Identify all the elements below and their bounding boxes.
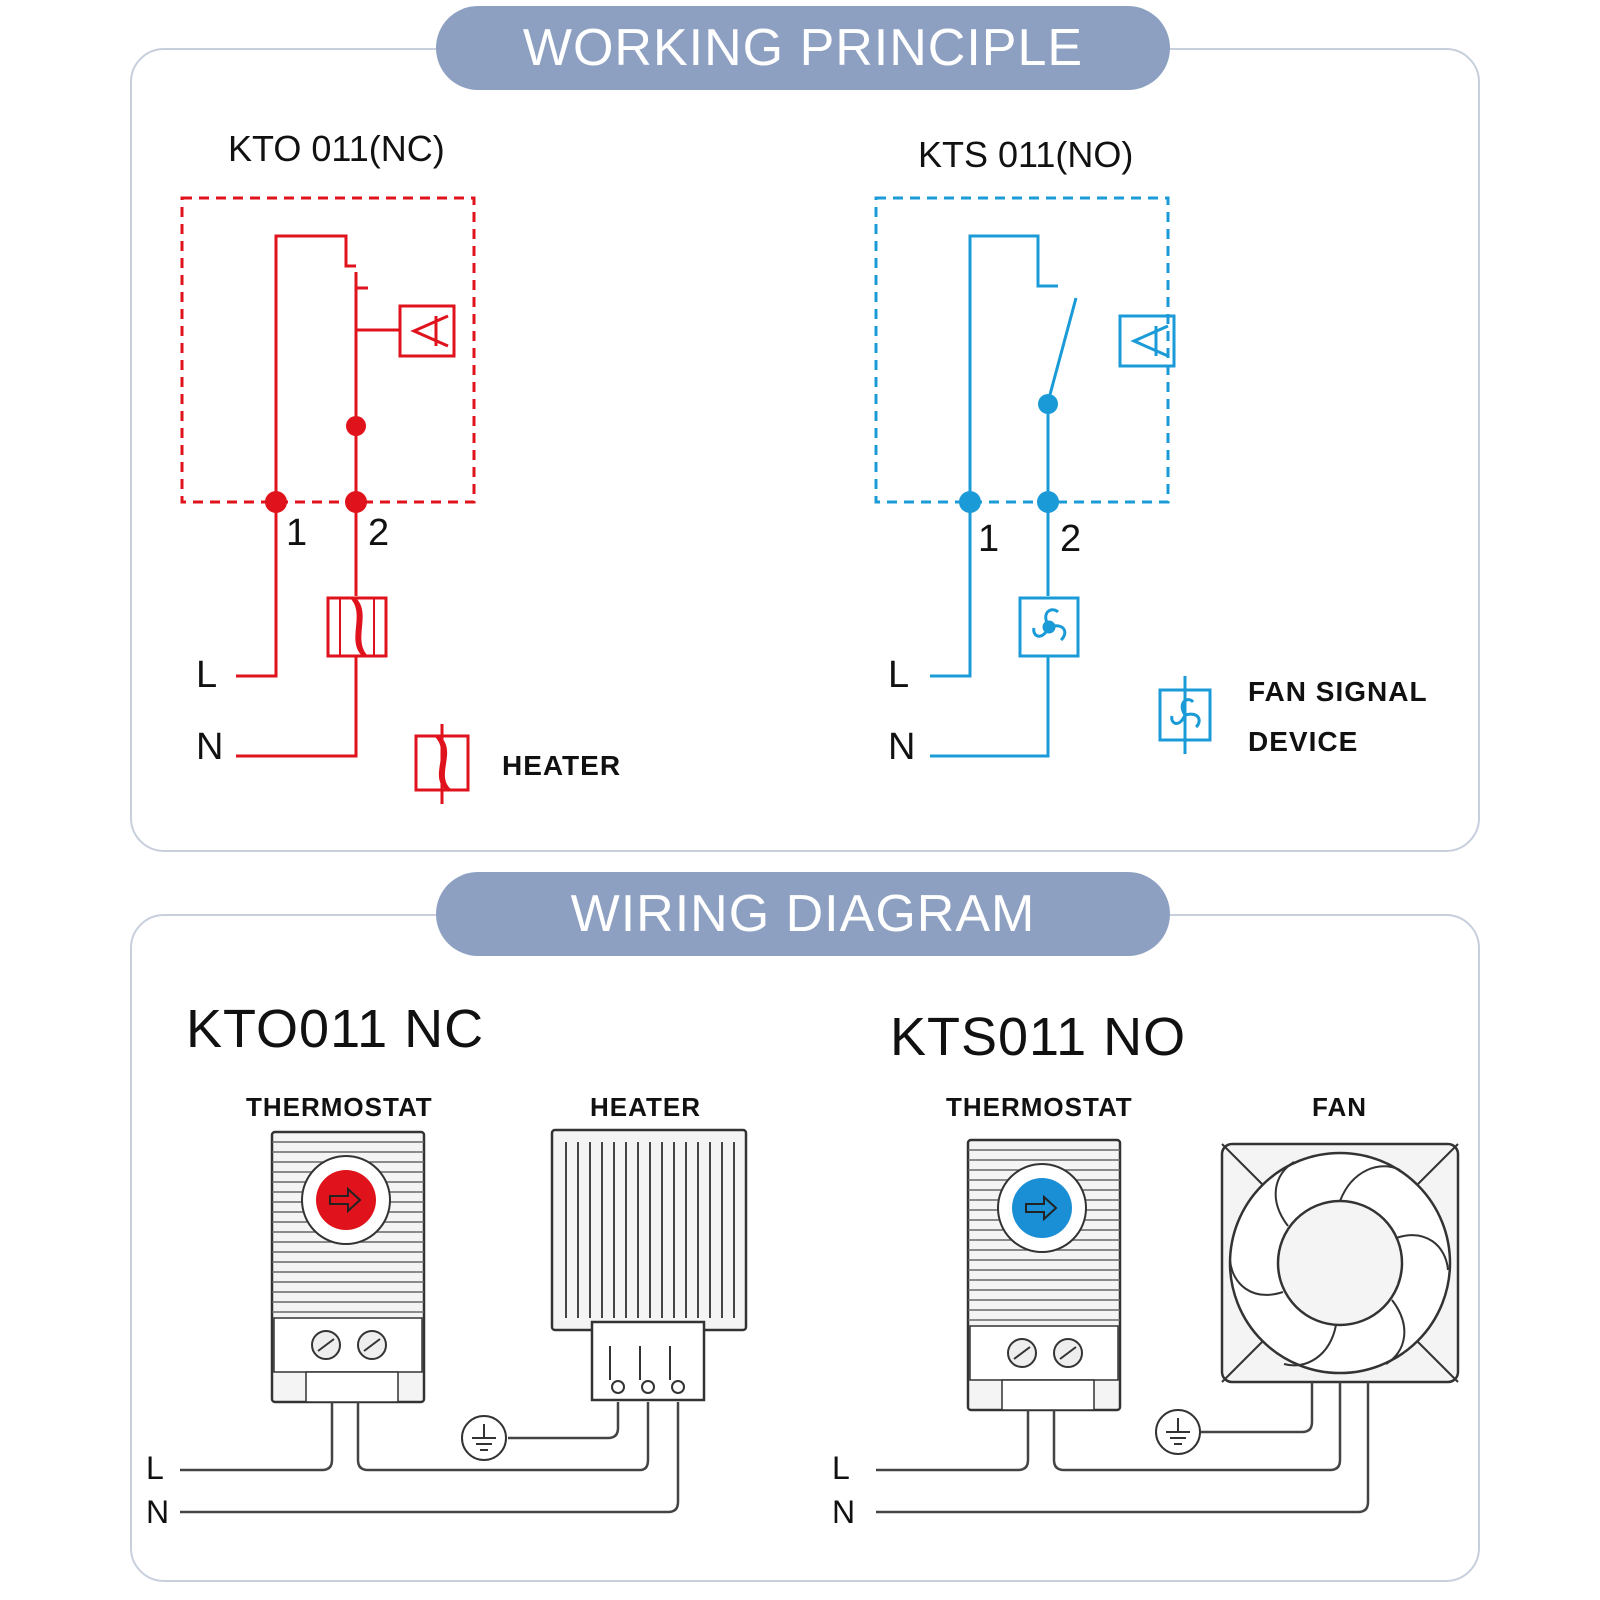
nc-wiring-line-n: N bbox=[146, 1494, 170, 1530]
no-housing-outline bbox=[874, 196, 1170, 504]
nc-schematic bbox=[180, 196, 476, 804]
nc-thermostat-device bbox=[270, 1130, 426, 1404]
bimetal-sensor-icon bbox=[398, 304, 456, 358]
no-line-n: N bbox=[888, 726, 916, 768]
nc-housing-outline bbox=[180, 196, 476, 504]
no-wiring-line-n: N bbox=[832, 1494, 856, 1530]
ground-icon bbox=[461, 1415, 507, 1461]
working-principle-banner: WORKING PRINCIPLE bbox=[436, 6, 1170, 90]
nc-heater-label: HEATER bbox=[590, 1092, 701, 1122]
ground-icon bbox=[1155, 1409, 1201, 1455]
no-switch-blade bbox=[1046, 297, 1078, 403]
no-line-l: L bbox=[888, 654, 910, 696]
nc-wire-n bbox=[236, 656, 358, 758]
fan-device-icon bbox=[1220, 1142, 1460, 1384]
no-fan-label: FAN bbox=[1312, 1092, 1367, 1122]
wiring-diagram-banner: WIRING DIAGRAM bbox=[436, 872, 1170, 956]
heater-device-icon bbox=[550, 1128, 748, 1402]
no-wires bbox=[876, 1382, 1370, 1514]
fan-legend-label-line2: DEVICE bbox=[1248, 726, 1359, 757]
nc-thermostat-label: THERMOSTAT bbox=[246, 1092, 433, 1122]
nc-wire-l bbox=[236, 234, 356, 678]
bimetal-sensor-icon bbox=[1118, 314, 1176, 368]
nc-junctions bbox=[265, 416, 367, 513]
no-thermostat-label: THERMOSTAT bbox=[946, 1092, 1133, 1122]
nc-wires bbox=[180, 1402, 680, 1514]
fan-legend-icon bbox=[1158, 676, 1212, 754]
heater-icon bbox=[326, 596, 388, 658]
fan-legend-label-line1: FAN SIGNAL bbox=[1248, 676, 1428, 707]
no-wiring-line-l: L bbox=[832, 1450, 850, 1486]
no-dial bbox=[1012, 1178, 1072, 1238]
no-wire-l bbox=[930, 234, 1058, 678]
no-thermostat-device bbox=[966, 1138, 1122, 1412]
nc-terminal-2: 2 bbox=[368, 512, 390, 554]
nc-model-label: KTO 011(NC) bbox=[228, 128, 445, 169]
nc-line-l: L bbox=[196, 654, 218, 696]
heater-legend-label: HEATER bbox=[502, 750, 622, 781]
no-model-label: KTS 011(NO) bbox=[918, 134, 1134, 175]
no-schematic bbox=[874, 196, 1212, 758]
no-terminal-1: 1 bbox=[978, 518, 1000, 560]
nc-wiring-line-l: L bbox=[146, 1450, 164, 1486]
no-wiring-model: KTS011 NO bbox=[890, 1007, 1187, 1067]
nc-line-n: N bbox=[196, 726, 224, 768]
nc-wiring-model: KTO011 NC bbox=[186, 999, 485, 1059]
no-terminal-2: 2 bbox=[1060, 518, 1082, 560]
nc-dial bbox=[316, 1170, 376, 1230]
heater-legend-icon bbox=[414, 724, 470, 804]
no-wire-n bbox=[930, 656, 1050, 758]
fan-icon bbox=[1018, 596, 1080, 658]
no-junctions bbox=[959, 394, 1059, 513]
nc-terminal-1: 1 bbox=[286, 512, 308, 554]
